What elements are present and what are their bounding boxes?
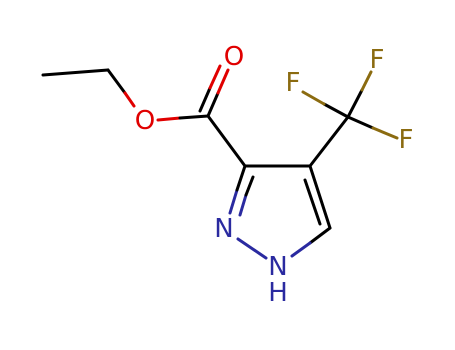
bond-n2-c3-inner-black: [244, 175, 255, 197]
bond-c5-n1-col: [290, 241, 312, 258]
ring-nh-hydrogen-label: H: [268, 278, 288, 308]
bond-cf3-f-right-col: [371, 126, 399, 140]
bond-cf3-f-right: [346, 115, 375, 130]
bond-ch2-o: [106, 68, 127, 95]
bond-c4-c5-inner: [303, 178, 322, 226]
bond-c5-n1: [308, 226, 332, 245]
bond-c-eq-o-1: [206, 91, 220, 118]
bond-n1-n2: [236, 237, 268, 260]
bond-o-carbonyl-red: [156, 116, 182, 122]
bond-c-eq-o-2: [198, 86, 212, 113]
bond-cf3-f-left-col: [301, 90, 326, 106]
bond-ch3-ch2: [41, 68, 110, 77]
carbonyl-oxygen-label: O: [224, 42, 244, 72]
fluorine-left-label: F: [286, 68, 301, 98]
fluorine-top-label: F: [370, 45, 385, 75]
ring-nitrogen-n2-label: N: [214, 214, 233, 244]
ring-nitrogen-n1-label: N: [268, 252, 287, 282]
bond-n2-c3: [228, 188, 239, 215]
bond-carbonyl-c3: [206, 114, 247, 168]
bond-ch2-o-red: [123, 91, 136, 108]
bond-cf3-f-left: [322, 102, 350, 119]
fluorine-right-label: F: [399, 125, 414, 155]
bond-o-carbonyl: [178, 114, 210, 120]
bond-cf3-f-top: [346, 88, 364, 119]
bond-c-eq-o-1-red: [216, 68, 230, 95]
bond-c4-c5: [308, 164, 332, 230]
bond-c4-cf3: [308, 115, 350, 168]
bond-n2-c3-inner: [238, 193, 248, 217]
bond-cf3-f-top-col: [360, 70, 373, 92]
bond-n2-c3-black: [235, 164, 247, 192]
bond-c-eq-o-2-red: [208, 64, 222, 90]
ester-oxygen-label: O: [135, 106, 155, 136]
